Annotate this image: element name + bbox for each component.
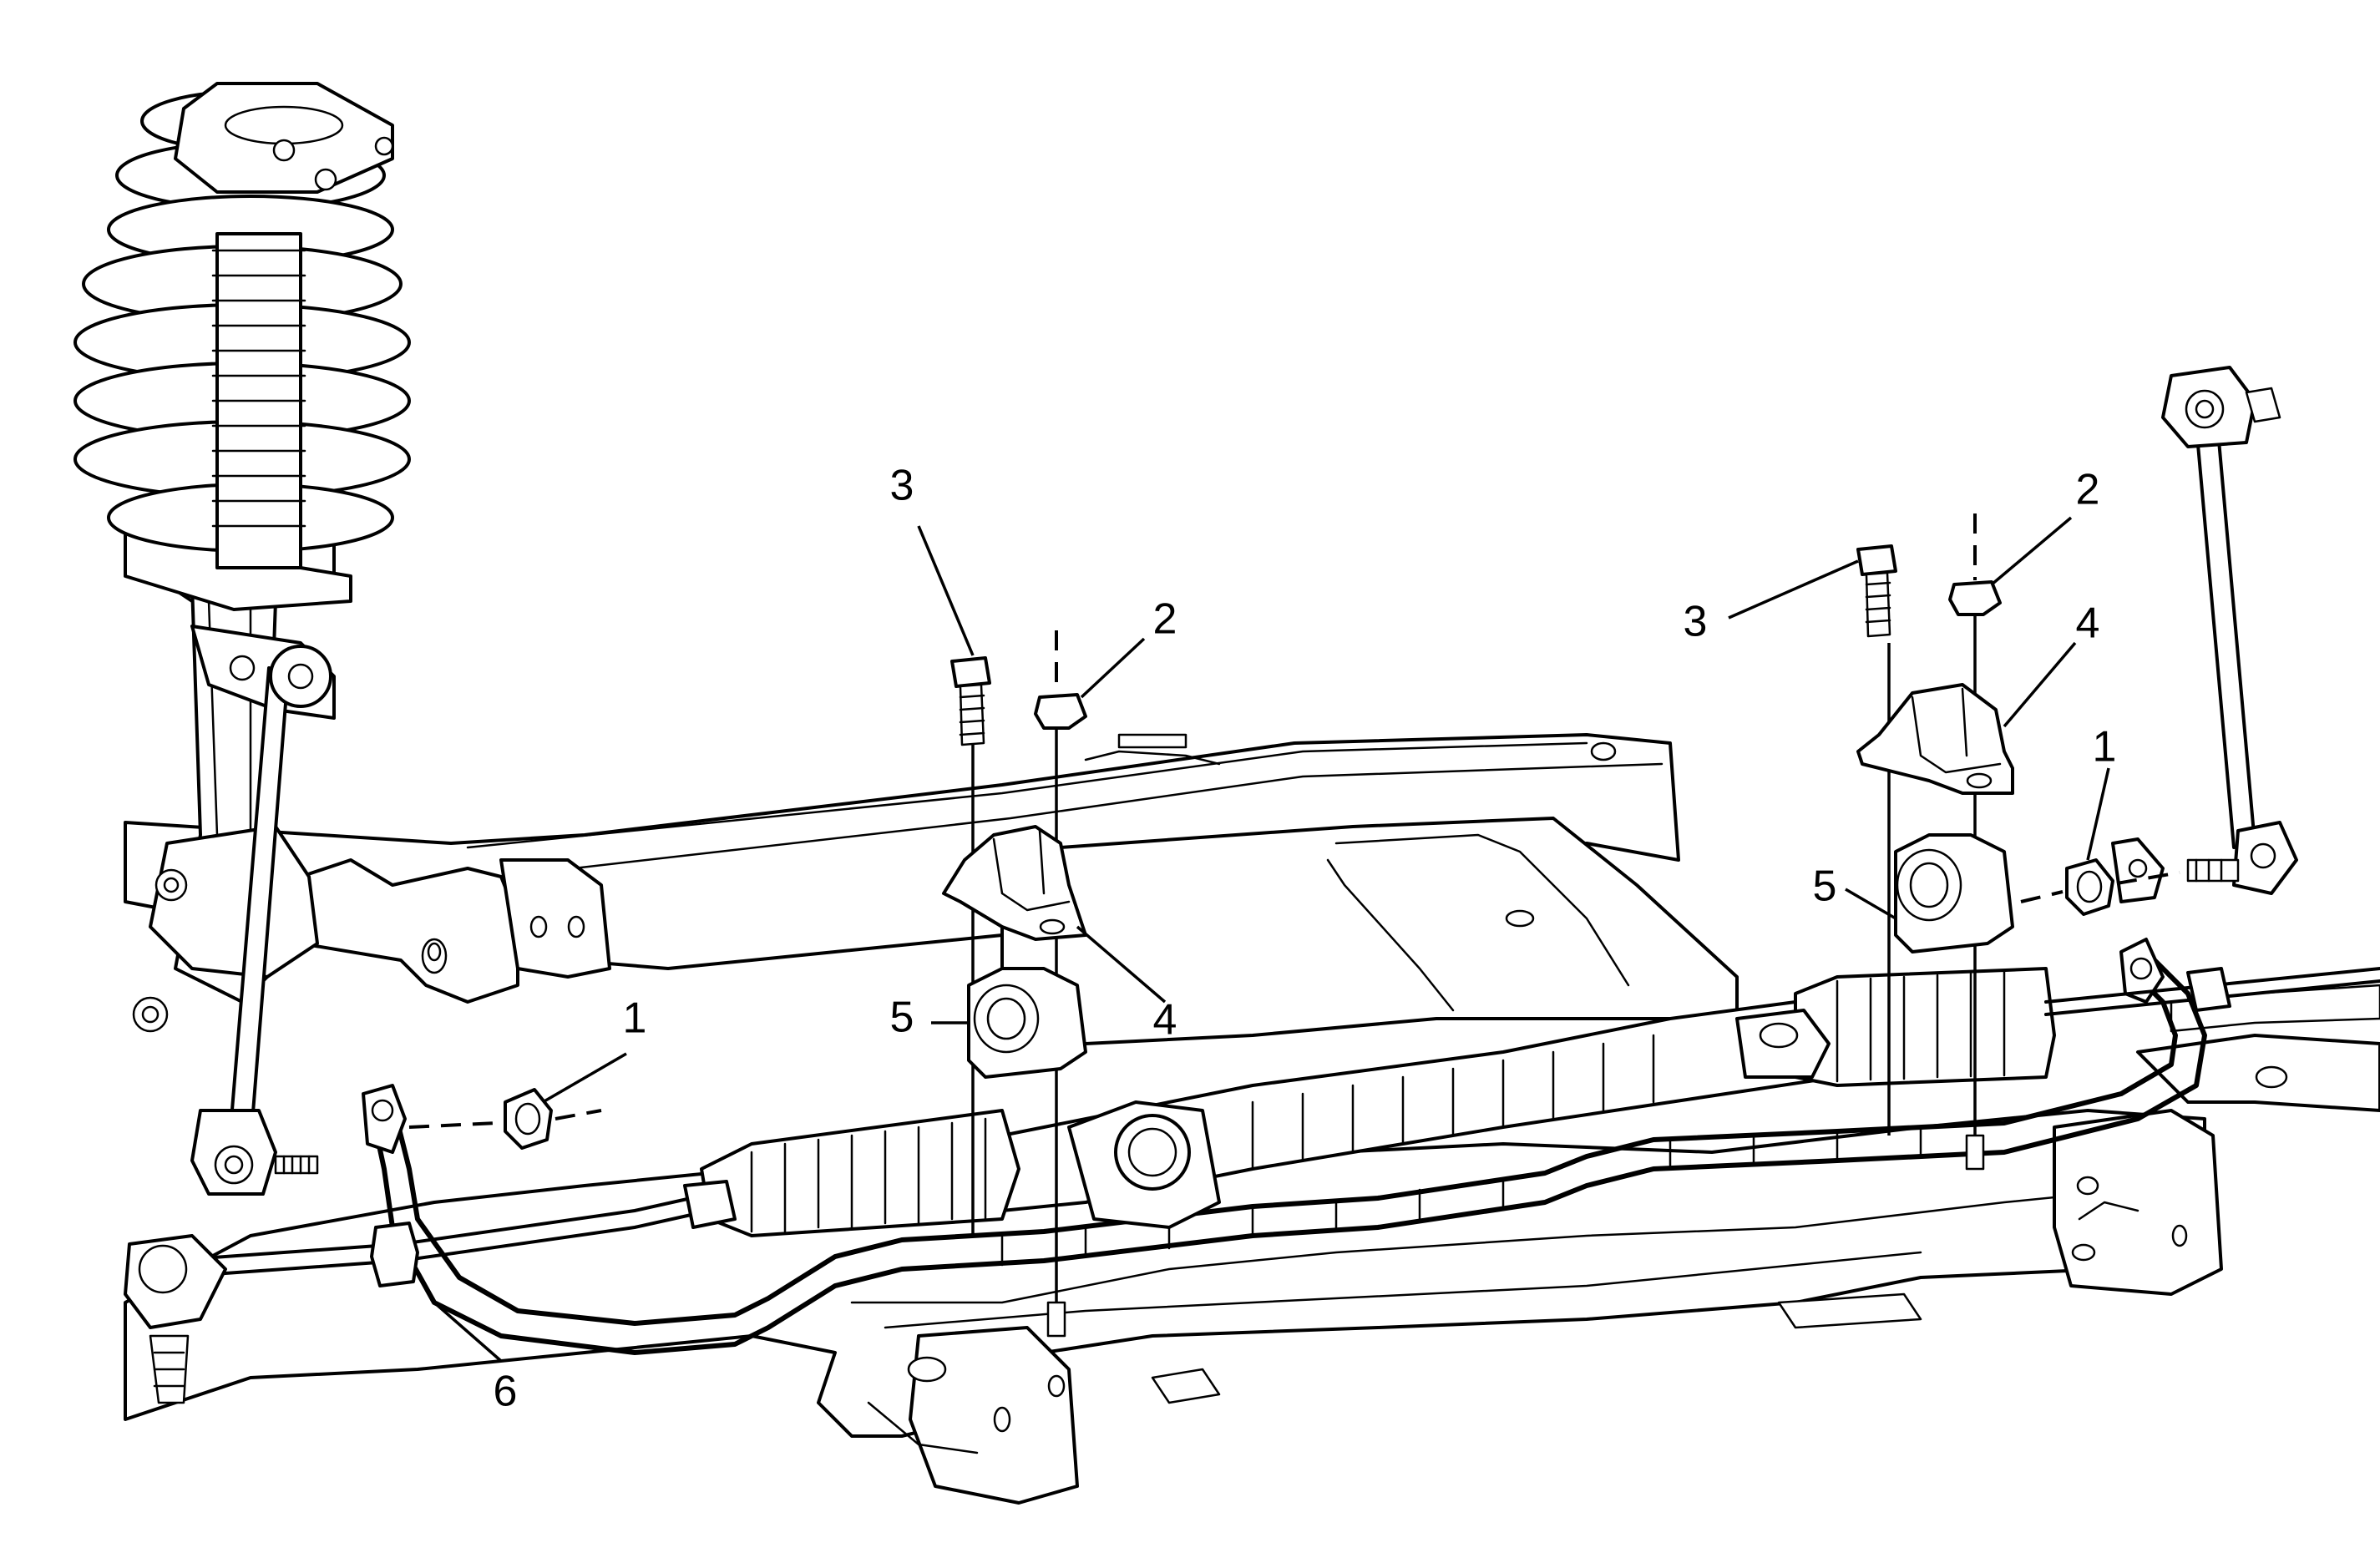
callout-right-5: 5 xyxy=(1813,862,1837,911)
callout-right-2: 2 xyxy=(2076,466,2100,514)
callout-right-4: 4 xyxy=(2076,599,2100,648)
callout-leaders xyxy=(433,516,2110,1363)
callout-labels: 3 2 4 5 1 6 3 2 4 5 1 xyxy=(494,462,2117,1416)
left-clamp xyxy=(942,825,1087,941)
right-clamp-hardware xyxy=(1856,513,2180,1171)
callout-left-5: 5 xyxy=(890,994,914,1042)
left-nut xyxy=(1034,693,1087,730)
callout-left-6: 6 xyxy=(494,1368,518,1416)
callout-right-3: 3 xyxy=(1684,598,1708,646)
left-stabilizer-nut xyxy=(504,1088,553,1150)
left-clamp-hardware xyxy=(408,630,1087,1338)
stabilizer-shaft xyxy=(362,938,2207,1355)
right-nut xyxy=(1948,580,2002,616)
callout-left-4: 4 xyxy=(1153,996,1177,1045)
left-bushing xyxy=(967,967,1087,1079)
right-clamp xyxy=(1856,683,2014,795)
left-stabilizer-link xyxy=(190,645,332,1196)
right-stabilizer-link xyxy=(2111,366,2298,903)
callout-left-2: 2 xyxy=(1153,595,1177,644)
left-strut-assembly xyxy=(73,82,411,1033)
coil-spring xyxy=(73,82,411,569)
right-bolt xyxy=(1856,544,1897,638)
right-stabilizer-nut xyxy=(2065,858,2114,916)
right-bushing xyxy=(1894,833,2014,954)
callout-right-1: 1 xyxy=(2093,723,2117,771)
subframe xyxy=(124,733,2380,1505)
callout-left-1: 1 xyxy=(623,994,647,1043)
steering-gear xyxy=(124,967,2380,1404)
callout-left-3: 3 xyxy=(890,462,914,510)
left-bolt xyxy=(950,656,991,746)
